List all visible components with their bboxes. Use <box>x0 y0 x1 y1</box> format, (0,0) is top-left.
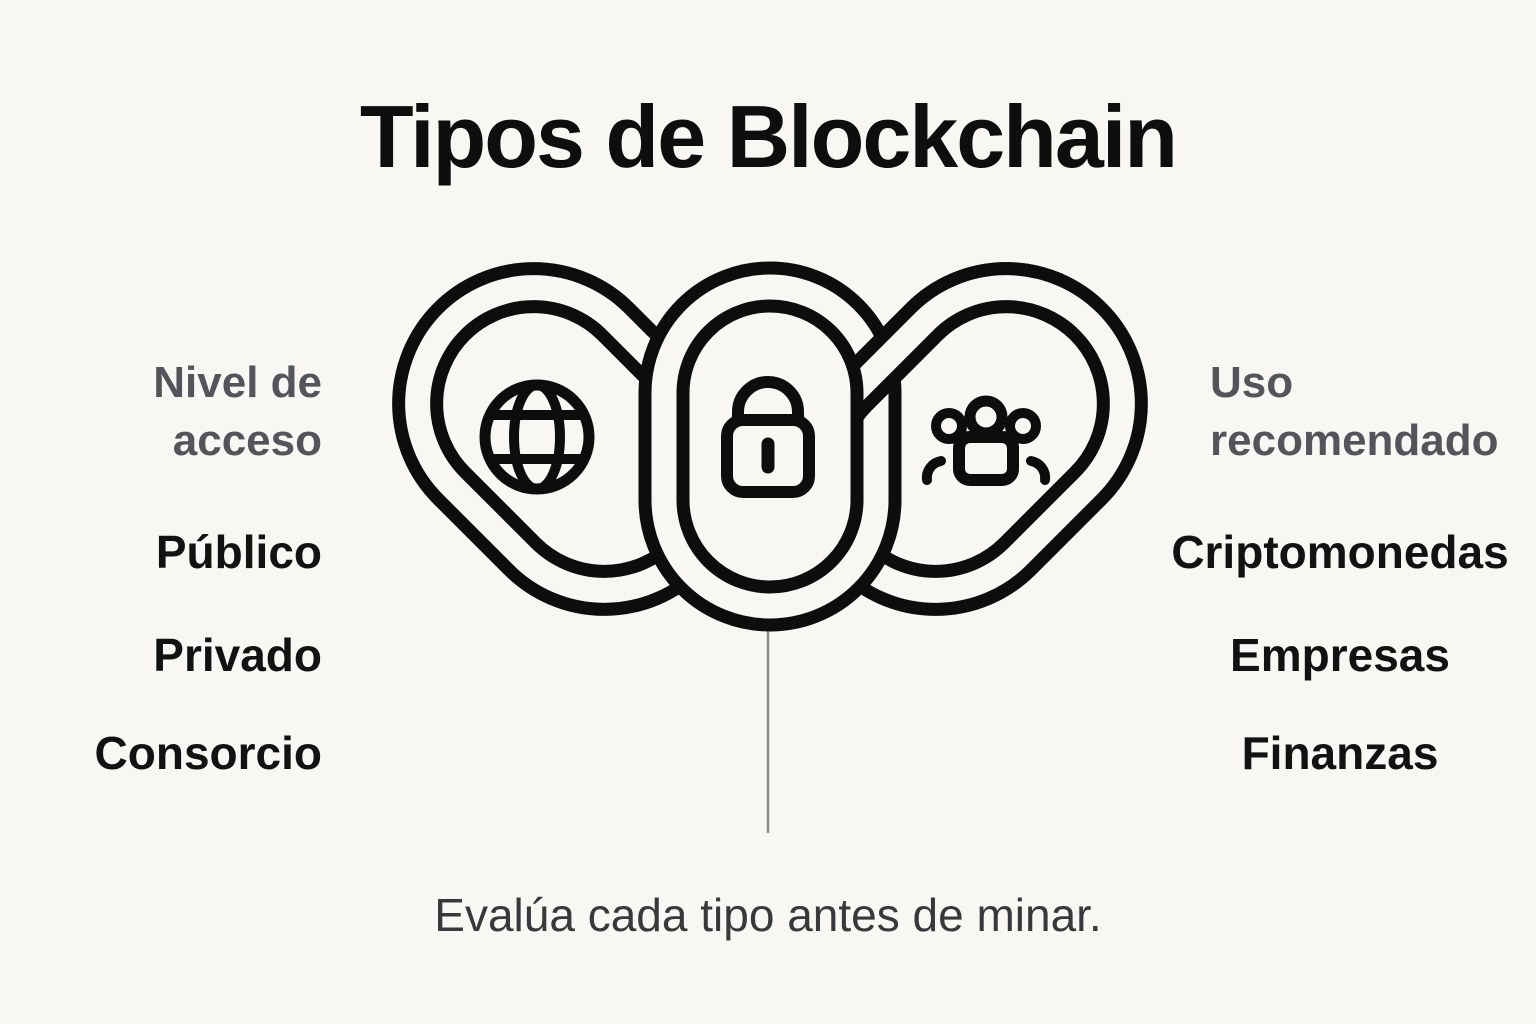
use-item-empresas: Empresas <box>1230 629 1450 681</box>
recommended-use-header-line1: Uso <box>1210 358 1294 407</box>
page-title: Tipos de Blockchain <box>359 87 1178 186</box>
recommended-use-header: Uso recomendado <box>1210 354 1530 470</box>
lock-icon <box>721 376 815 498</box>
recommended-use-header-line2: recomendado <box>1210 416 1499 465</box>
group-icon <box>921 395 1051 486</box>
access-level-header: Nivel de acceso <box>60 354 322 470</box>
caption-text: Evalúa cada tipo antes de minar. <box>434 889 1102 941</box>
access-item-publico: Público <box>155 526 322 578</box>
access-level-header-line2: acceso <box>172 416 322 465</box>
access-item-consorcio: Consorcio <box>94 727 322 779</box>
globe-icon <box>479 379 595 495</box>
access-level-header-line1: Nivel de <box>153 358 322 407</box>
use-item-finanzas: Finanzas <box>1241 727 1439 779</box>
access-item-privado: Privado <box>153 629 322 681</box>
use-item-criptomonedas: Criptomonedas <box>1171 526 1509 578</box>
weave-overlap <box>845 262 1063 443</box>
